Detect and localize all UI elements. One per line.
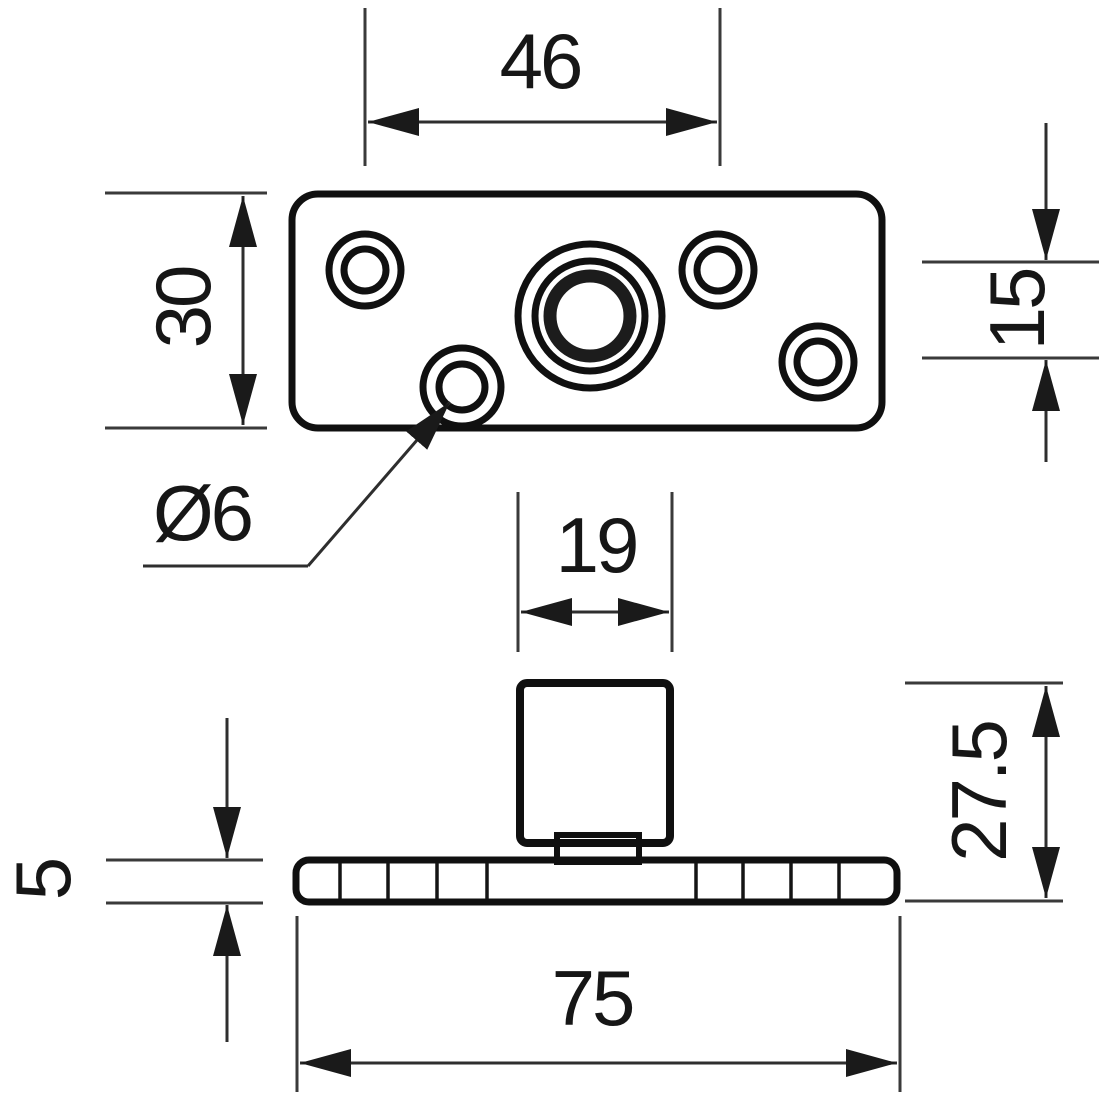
hole-center-pivot xyxy=(514,240,666,392)
dimension-5: 5 xyxy=(0,718,263,1042)
hole-bottom-left-bore xyxy=(435,360,489,414)
pivot-middle-ring xyxy=(531,257,649,375)
side-view xyxy=(292,679,901,906)
pivot-outer-ring xyxy=(514,240,666,392)
pivot-inner-ring xyxy=(543,269,637,363)
hole-bottom-right xyxy=(778,322,858,402)
side-view-base-plate xyxy=(292,856,901,906)
hole-top-right-bore xyxy=(693,245,743,295)
dimension-diameter-6: Ø6 xyxy=(143,401,452,568)
dim-label-19: 19 xyxy=(556,501,637,589)
hole-top-left xyxy=(325,230,405,310)
dimension-30: 30 xyxy=(105,191,267,430)
dimension-46: 46 xyxy=(363,8,722,166)
dimension-27-5: 27.5 xyxy=(905,681,1063,903)
dimension-75: 75 xyxy=(295,916,902,1092)
hole-top-left-outer-ring xyxy=(325,230,405,310)
top-view xyxy=(288,190,886,432)
hole-bottom-left-outer-ring xyxy=(419,344,505,430)
dim-label-30: 30 xyxy=(139,267,227,348)
top-view-plate-body xyxy=(288,190,886,432)
hole-top-right xyxy=(678,230,758,310)
dim-label-15: 15 xyxy=(973,269,1061,350)
side-view-block xyxy=(516,679,674,847)
dim-label-27-5: 27.5 xyxy=(935,721,1023,861)
dimension-15: 15 xyxy=(922,123,1099,462)
dim-label-5: 5 xyxy=(0,859,87,900)
d6-leader-arrow xyxy=(306,401,452,567)
hole-top-left-bore xyxy=(340,245,390,295)
dim-label-46: 46 xyxy=(500,17,581,105)
dim-label-75: 75 xyxy=(552,954,633,1042)
hole-bottom-left-d6 xyxy=(419,344,505,430)
hole-bottom-right-bore xyxy=(793,337,843,387)
dimension-19: 19 xyxy=(516,492,674,652)
base-plate-serrations xyxy=(338,863,841,899)
dim-label-diameter-6: Ø6 xyxy=(153,469,251,557)
hole-top-right-outer-ring xyxy=(678,230,758,310)
hole-bottom-right-outer-ring xyxy=(778,322,858,402)
